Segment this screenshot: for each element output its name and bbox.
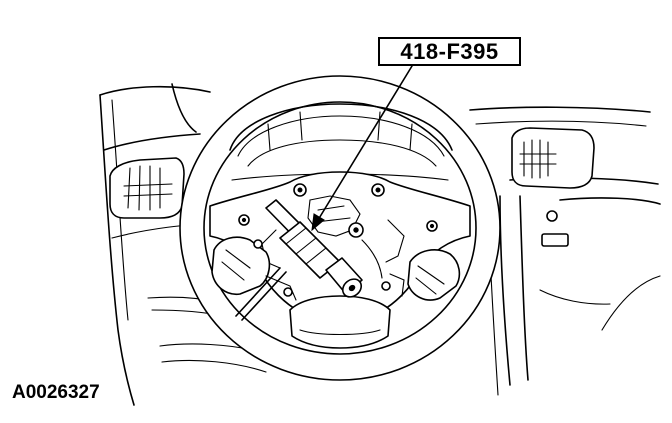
callout-label: 418-F395 — [378, 37, 521, 66]
right-air-vent — [511, 127, 595, 189]
left-air-vent — [109, 157, 185, 219]
left-switch-pod — [211, 236, 297, 301]
special-tool-418-F395 — [235, 199, 363, 321]
right-switch-pod — [381, 249, 461, 301]
right-panel-switch — [541, 210, 569, 247]
callout-leader — [311, 65, 413, 232]
instrument-cluster — [229, 103, 453, 181]
figure-id: A0026327 — [12, 382, 100, 403]
